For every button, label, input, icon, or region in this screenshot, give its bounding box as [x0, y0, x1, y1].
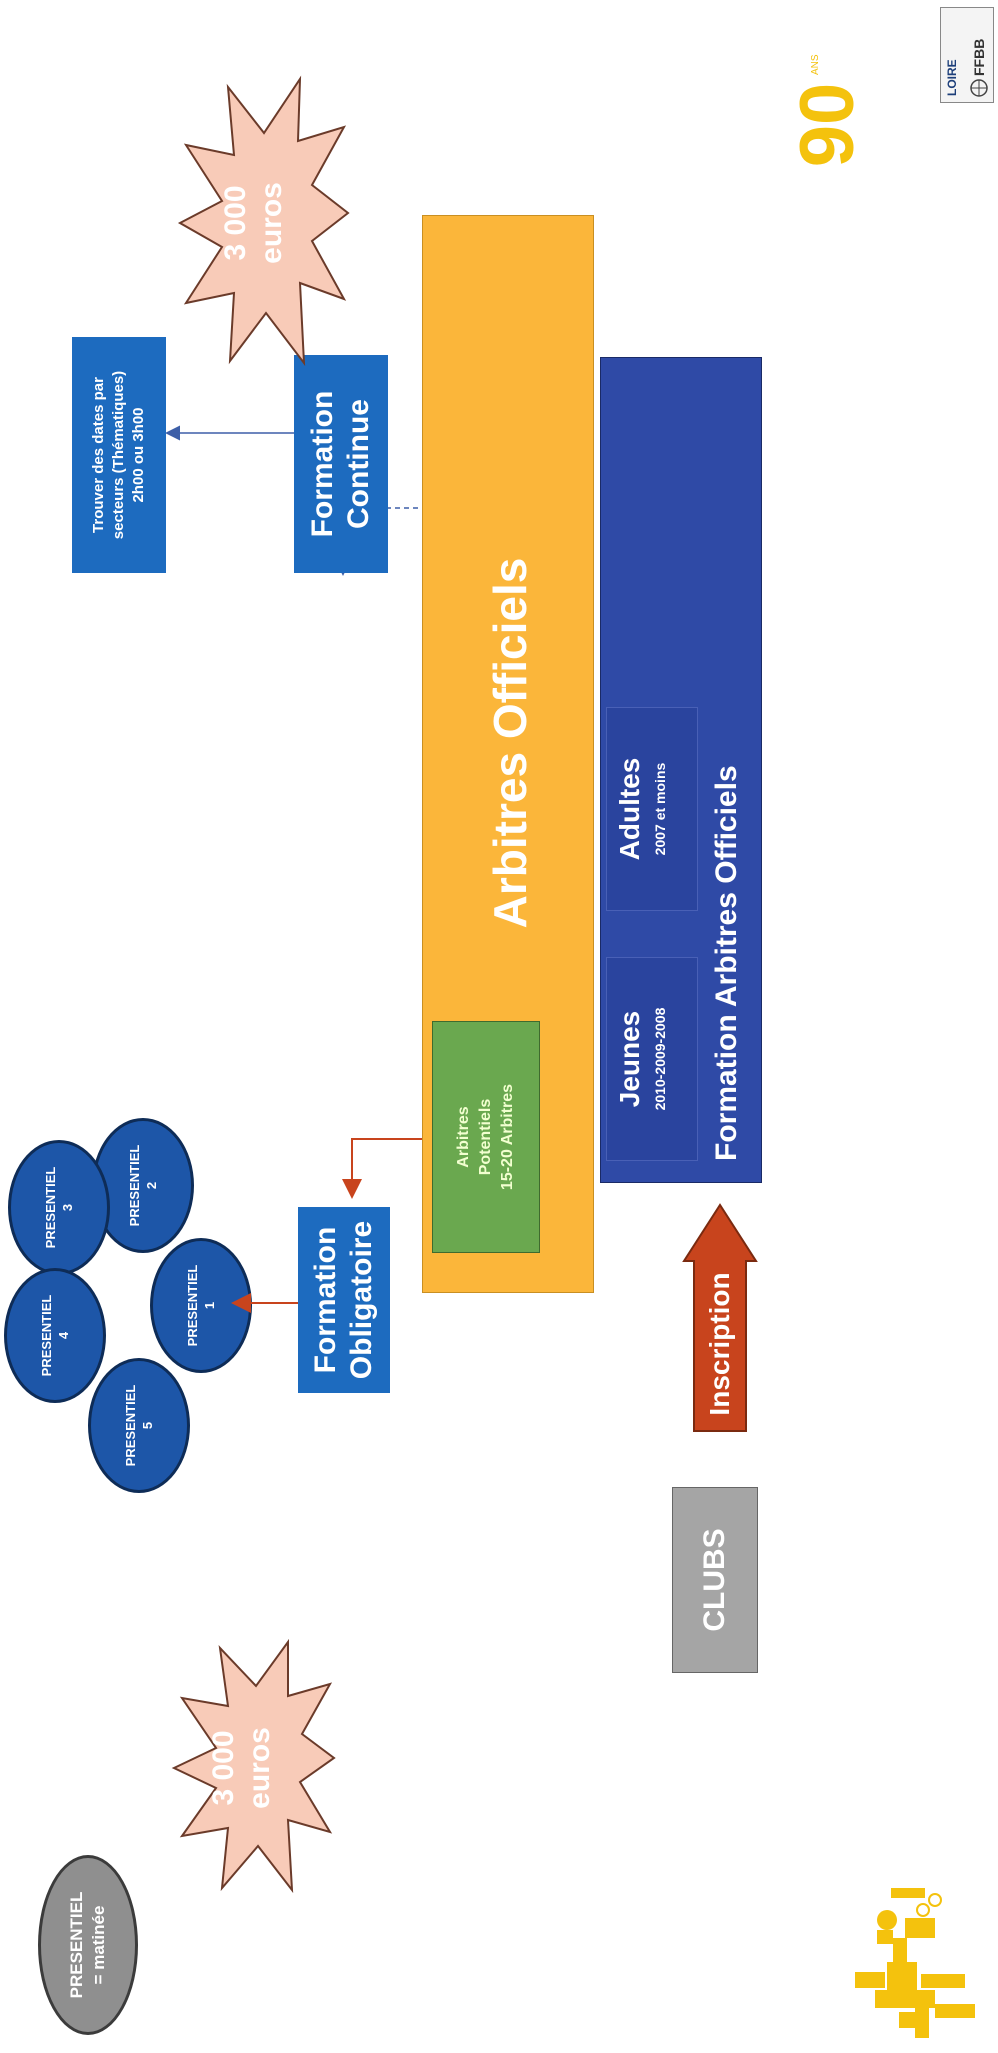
budget-right-amount: 3 000 [219, 185, 252, 261]
ffbb-committee-logo: LOIRE FFBB [940, 7, 994, 103]
player-icon [855, 1888, 975, 2038]
burst-shape-right [177, 75, 350, 367]
adultes-years: 2007 et moins [652, 762, 668, 856]
inscription-arrow: Inscription [682, 1203, 758, 1433]
formation-ao-title: Formation Arbitres Officiels [710, 765, 743, 1161]
budget-burst-left: 3 000 euros [168, 1638, 338, 1898]
jeunes-label: Jeunes [614, 1010, 645, 1108]
basketball-icon [970, 79, 988, 97]
arbitres-officiels-title: Arbitres Officiels [484, 557, 536, 929]
ffbb-name: FFBB [971, 38, 987, 76]
arbitres-potentiels-box: Arbitres Potentiels 15-20 Arbitres [432, 1021, 540, 1253]
ninety-ans: ANS [810, 54, 821, 75]
inscription-arrow-shape [682, 1203, 758, 1432]
jeunes-years: 2010-2009-2008 [652, 1007, 668, 1111]
ninety-years-logo: 90 ANS [780, 43, 880, 173]
ninety-number: 90 [785, 82, 870, 168]
clubs-box: CLUBS [672, 1487, 758, 1673]
dates-box: Trouver des dates par secteurs (Thématiq… [72, 337, 166, 573]
committee-name: LOIRE [945, 59, 959, 96]
arrow-potentiels-to-obligatoire [342, 1138, 432, 1199]
formation-obligatoire-box: Formation Obligatoire [298, 1207, 390, 1393]
basketball-player-logo [835, 1878, 995, 2048]
burst-shape-left [171, 1638, 336, 1894]
formation-continue-box: Formation Continue [294, 355, 388, 573]
inscription-label: Inscription [704, 1272, 735, 1416]
adultes-label: Adultes [614, 757, 645, 861]
budget-right-unit: euros [255, 182, 288, 264]
budget-burst-right: 3 000 euros [172, 73, 352, 373]
